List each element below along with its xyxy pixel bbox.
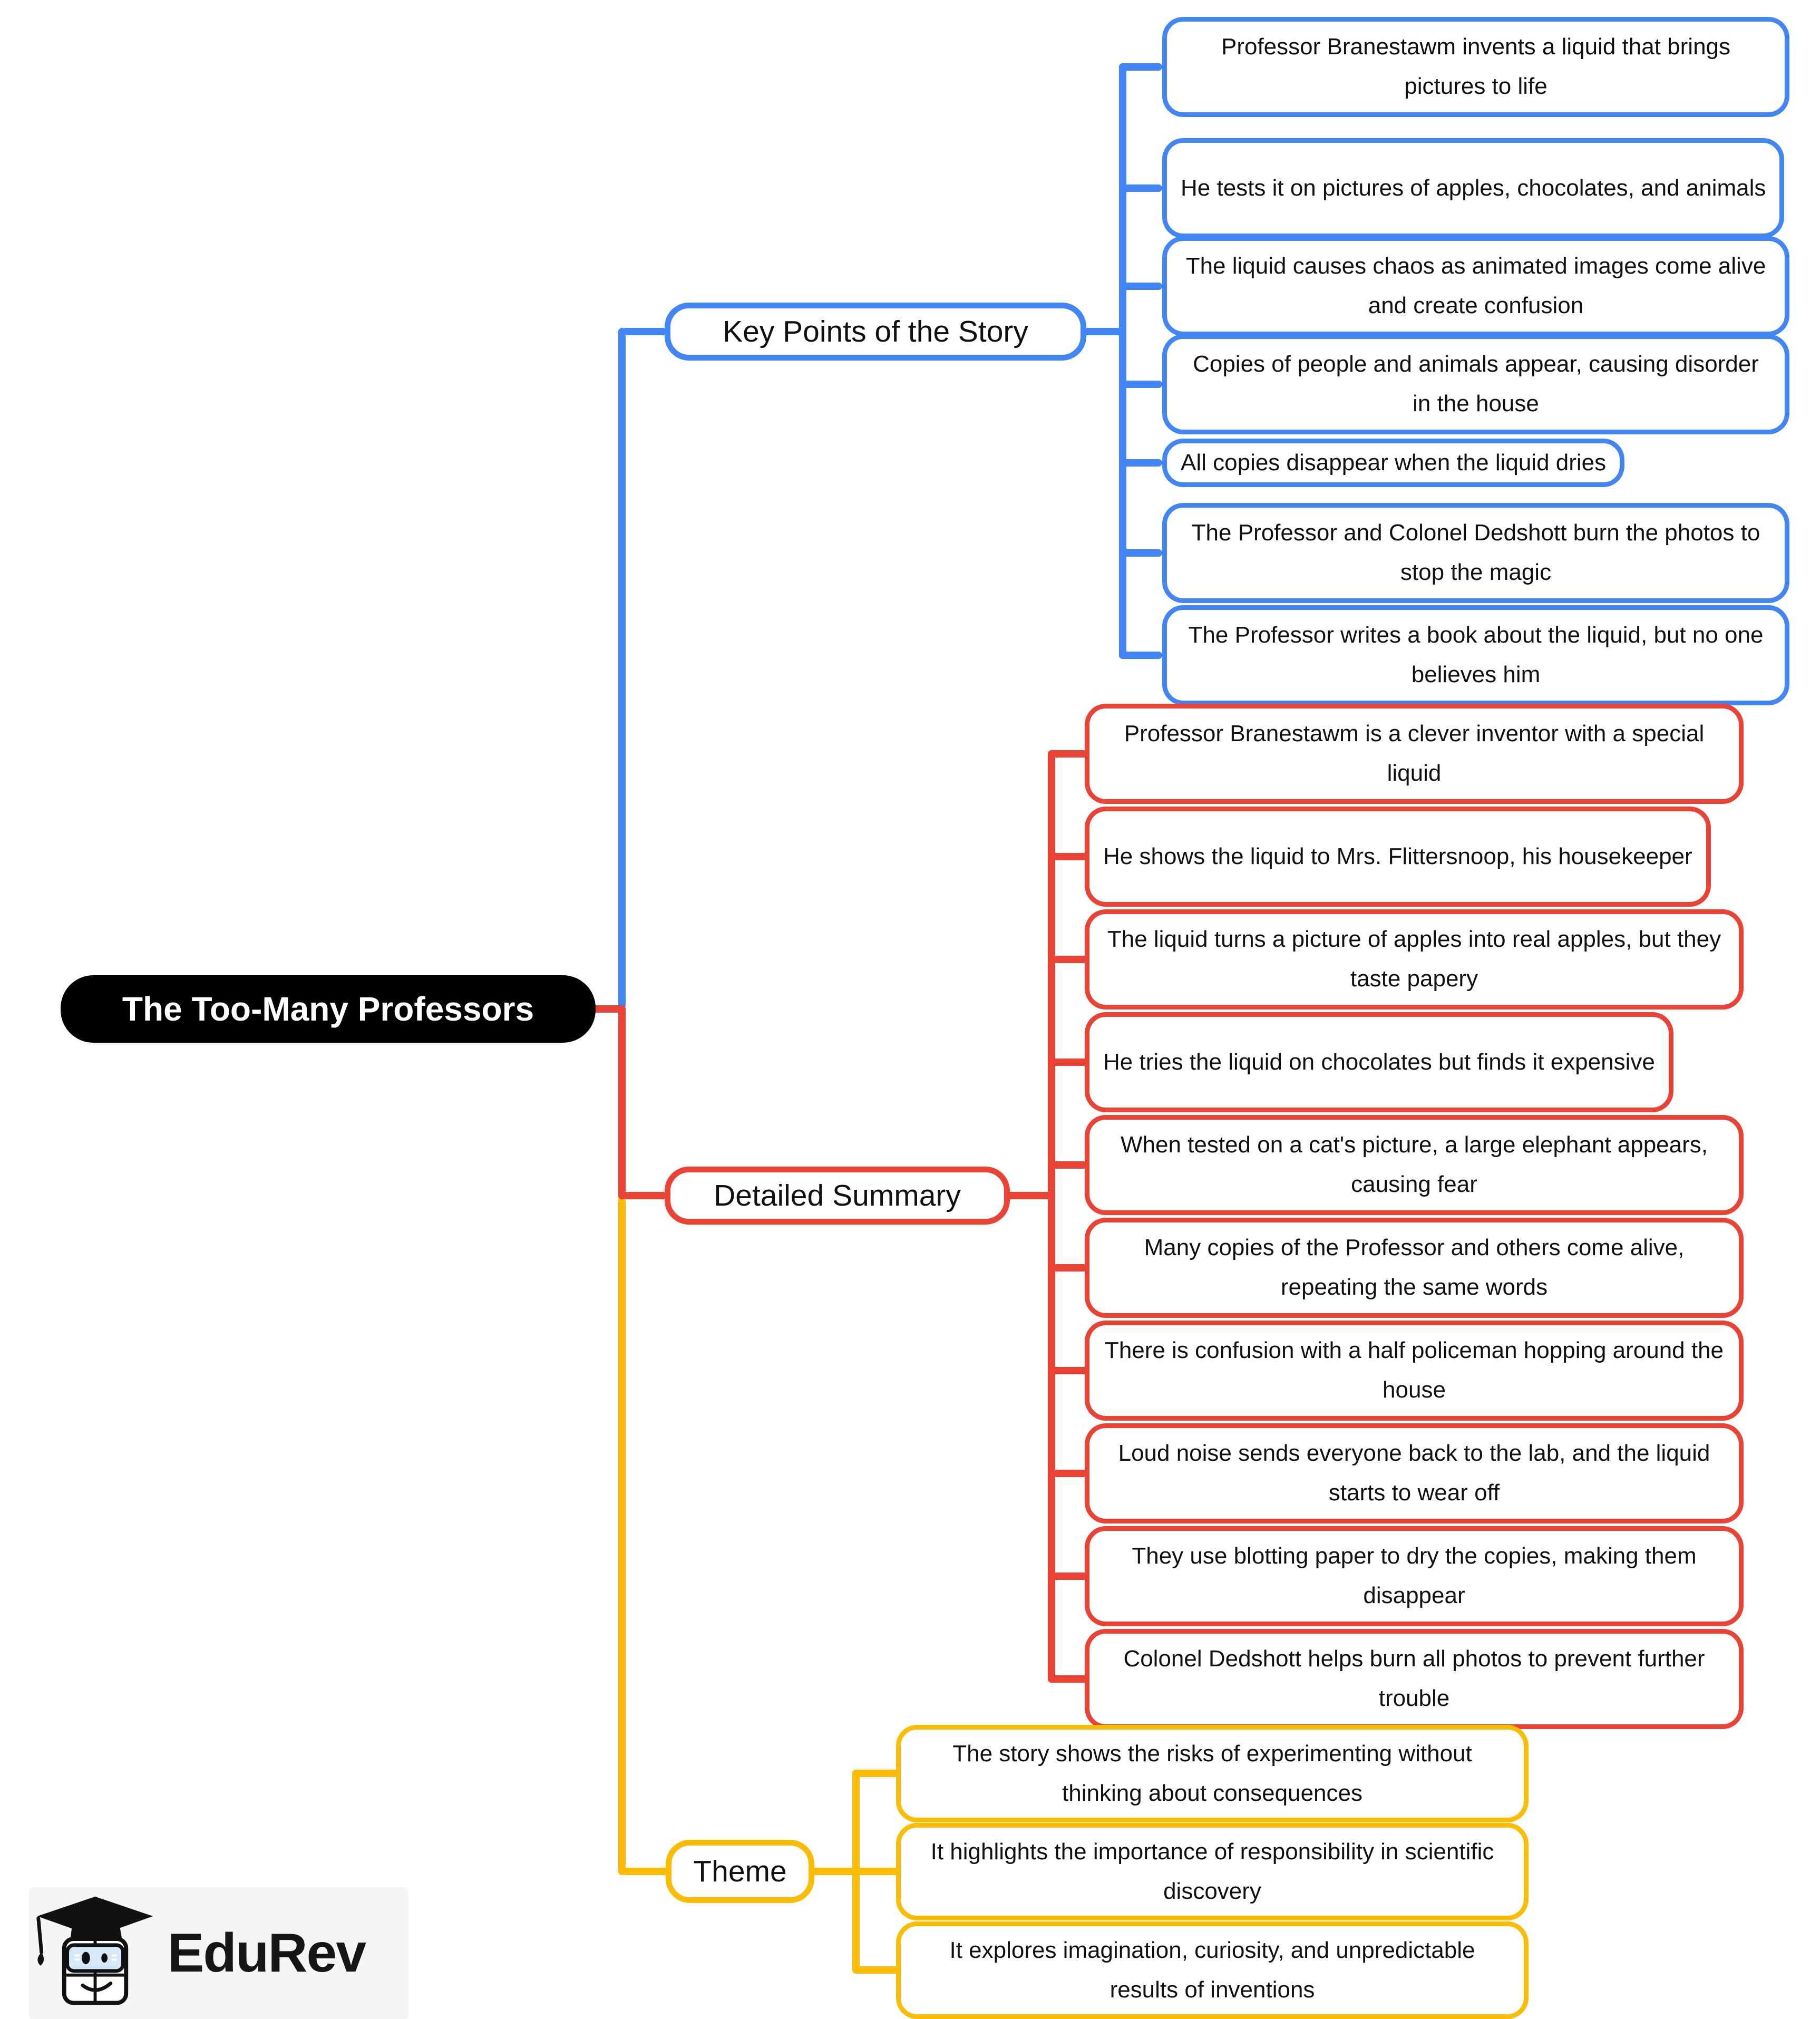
key-point-node: He tests it on pictures of apples, choco… (1162, 138, 1785, 238)
key-points-child-stub (1119, 549, 1162, 557)
branch-label-key-points: Key Points of the Story (665, 303, 1086, 361)
theme-child-stub (852, 1966, 900, 1974)
key-points-child-stub (1119, 381, 1162, 388)
key-point-node: Professor Branestawm invents a liquid th… (1162, 17, 1789, 117)
theme-branch-line (812, 1868, 860, 1875)
summary-node: Professor Branestawm is a clever invento… (1085, 704, 1744, 804)
detailed-summary-branch-line (622, 1192, 667, 1199)
summary-node: When tested on a cat's picture, a large … (1085, 1115, 1744, 1215)
detailed-summary-branch-line (593, 1005, 626, 1013)
key-points-branch-line (622, 328, 667, 335)
summary-child-stub (1048, 1470, 1089, 1477)
summary-node: Colonel Dedshott helps burn all photos t… (1085, 1629, 1744, 1729)
summary-node: Loud noise sends everyone back to the la… (1085, 1423, 1744, 1523)
summary-child-stub (1048, 750, 1089, 758)
branch-label-detailed-summary: Detailed Summary (665, 1167, 1010, 1225)
edurev-mascot-icon (36, 1896, 153, 2005)
summary-node: There is confusion with a half policeman… (1085, 1321, 1744, 1421)
key-point-node: The liquid causes chaos as animated imag… (1162, 236, 1789, 336)
summary-child-stub (1048, 956, 1089, 963)
theme-branch-line (622, 1868, 669, 1875)
branch-label-theme: Theme (666, 1840, 814, 1903)
detailed-summary-children-trunk (1048, 750, 1055, 1683)
detailed-summary-branch-line (618, 1005, 626, 1199)
key-point-node: Copies of people and animals appear, cau… (1162, 334, 1789, 434)
summary-child-stub (1048, 1573, 1089, 1580)
summary-node: He shows the liquid to Mrs. Flittersnoop… (1085, 807, 1711, 907)
theme-branch-line (618, 1196, 626, 1875)
key-points-children-trunk (1119, 63, 1126, 659)
summary-child-stub (1048, 853, 1089, 860)
key-point-node: All copies disappear when the liquid dri… (1162, 439, 1625, 487)
summary-node: The liquid turns a picture of apples int… (1085, 909, 1744, 1009)
edurev-logo-text: EduRev (168, 1922, 366, 1984)
key-points-child-stub (1119, 185, 1162, 192)
summary-child-stub (1048, 1675, 1089, 1683)
theme-node: It highlights the importance of responsi… (896, 1823, 1529, 1920)
key-points-child-stub (1119, 63, 1162, 71)
theme-child-stub (852, 1770, 900, 1777)
theme-child-stub (852, 1868, 900, 1875)
root-node: The Too-Many Professors (61, 975, 596, 1043)
key-point-node: The Professor and Colonel Dedshott burn … (1162, 503, 1789, 603)
summary-child-stub (1048, 1161, 1089, 1169)
edurev-logo: EduRev (29, 1887, 408, 2019)
key-points-child-stub (1119, 283, 1162, 290)
key-points-branch-line (1083, 328, 1126, 335)
detailed-summary-branch-line (1007, 1192, 1055, 1199)
summary-node: He tries the liquid on chocolates but fi… (1085, 1012, 1673, 1112)
summary-child-stub (1048, 1059, 1089, 1066)
summary-node: They use blotting paper to dry the copie… (1085, 1526, 1744, 1626)
summary-node: Many copies of the Professor and others … (1085, 1218, 1744, 1318)
key-points-child-stub (1119, 652, 1162, 659)
summary-child-stub (1048, 1367, 1089, 1374)
theme-node: It explores imagination, curiosity, and … (896, 1921, 1529, 2019)
key-points-child-stub (1119, 459, 1162, 467)
key-points-branch-line (618, 328, 626, 1009)
theme-node: The story shows the risks of experimenti… (896, 1725, 1529, 1822)
key-point-node: The Professor writes a book about the li… (1162, 605, 1789, 705)
summary-child-stub (1048, 1264, 1089, 1271)
